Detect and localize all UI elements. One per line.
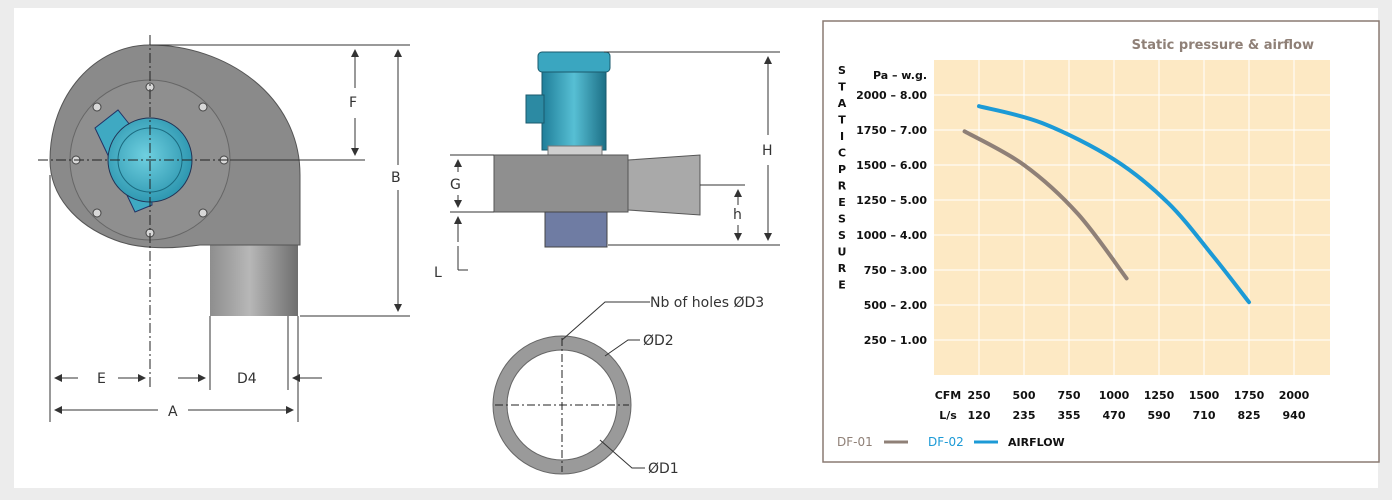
x-tick-ls: 120 — [968, 409, 991, 422]
x-tick-cfm: 1000 — [1099, 389, 1130, 402]
y-title-letter: P — [838, 163, 846, 176]
front-dimensions — [49, 44, 410, 422]
y-axis-ticks: 2000 – 8.00 1750 – 7.00 1500 – 6.00 1250 – … — [856, 89, 927, 347]
y-tick-label: 1000 – 4.00 — [856, 229, 927, 242]
label-holes: Nb of holes ØD3 — [650, 295, 764, 311]
x-tick-cfm: 250 — [968, 389, 991, 402]
x-tick-cfm: 2000 — [1279, 389, 1310, 402]
chart-title: Static pressure & airflow — [1132, 38, 1314, 53]
outlet-side — [627, 154, 701, 216]
motor-terminal-box — [525, 94, 545, 124]
legend-df02-label: DF-02 — [928, 435, 964, 449]
flange-outer-edge — [492, 335, 632, 475]
series-line-df-01 — [962, 129, 1129, 281]
technical-drawings: E D4 A F B — [38, 35, 780, 477]
series-line-df-02 — [977, 104, 1251, 305]
y-title-letter: E — [838, 196, 846, 209]
y-title-letter: T — [838, 114, 846, 127]
chart-series — [962, 104, 1251, 305]
y-title-letter: T — [838, 81, 846, 94]
y-tick-label: 1250 – 5.00 — [856, 194, 927, 207]
x-tick-cfm: 1500 — [1189, 389, 1220, 402]
x-tick-ls: 710 — [1193, 409, 1216, 422]
dim-h: h — [733, 207, 742, 223]
y-title-letter: U — [838, 246, 847, 259]
x-tick-ls: 940 — [1283, 409, 1306, 422]
dim-D4: D4 — [237, 371, 257, 387]
plot-background — [934, 60, 1330, 375]
bolt-holes — [71, 82, 229, 238]
pressure-airflow-chart: Static pressure & airflow STATICPRESSURE… — [822, 20, 1380, 463]
y-tick-label: 750 – 3.00 — [864, 264, 928, 277]
y-tick-label: 250 – 1.00 — [864, 334, 928, 347]
x-axis-ticks: 250 120 500 235 750 355 1000 470 1250 590 1500 710 1… — [968, 389, 1310, 422]
y-tick-label: 1500 – 6.00 — [856, 159, 927, 172]
x-tick-cfm: 500 — [1013, 389, 1036, 402]
y-title-letter: S — [838, 229, 846, 242]
motor-body — [541, 67, 607, 151]
y-title-letter: R — [838, 262, 847, 275]
dim-E: E — [97, 371, 106, 387]
legend-df01-label: DF-01 — [837, 435, 873, 449]
flange-leaders — [561, 301, 650, 469]
x-tick-ls: 355 — [1058, 409, 1081, 422]
chart-legend: DF-01 DF-02 AIRFLOW — [837, 435, 1065, 449]
y-tick-label: 500 – 2.00 — [864, 299, 928, 312]
x-tick-ls: 590 — [1148, 409, 1171, 422]
fan-housing-side — [493, 154, 629, 213]
inlet-stub — [544, 211, 608, 248]
chart-plot-area — [934, 60, 1330, 375]
y-tick-label: 1750 – 7.00 — [856, 124, 927, 137]
x-tick-cfm: 1250 — [1144, 389, 1175, 402]
x-tick-ls: 235 — [1013, 409, 1036, 422]
side-dimensions — [450, 51, 780, 271]
motor-top-cap — [537, 51, 611, 73]
y-title-letter: E — [838, 279, 846, 292]
label-D1: ØD1 — [648, 461, 679, 477]
fan-front-view: E D4 A F B — [38, 35, 410, 422]
x-row-cfm-label: CFM — [935, 389, 962, 402]
y-title-letter: R — [838, 180, 847, 193]
dim-B: B — [391, 170, 401, 186]
flange-view: Nb of holes ØD3 ØD2 ØD1 — [492, 295, 764, 477]
y-title-letter: C — [838, 147, 846, 160]
x-tick-cfm: 750 — [1058, 389, 1081, 402]
outlet-duct — [210, 240, 298, 316]
x-tick-cfm: 1750 — [1234, 389, 1265, 402]
fan-side-view: G H h L — [434, 51, 780, 281]
dim-A: A — [168, 404, 178, 420]
y-title-letter: I — [840, 130, 844, 143]
label-D2: ØD2 — [643, 333, 674, 349]
y-tick-label: 2000 – 8.00 — [856, 89, 927, 102]
x-tick-ls: 825 — [1238, 409, 1261, 422]
x-tick-ls: 470 — [1103, 409, 1126, 422]
dim-H: H — [762, 143, 773, 159]
dim-G: G — [450, 177, 461, 193]
dim-F: F — [349, 95, 357, 111]
y-title-letter: S — [838, 64, 846, 77]
x-row-ls-label: L/s — [939, 409, 957, 422]
y-title-letter: S — [838, 213, 846, 226]
y-title-letter: A — [838, 97, 847, 110]
legend-airflow-label: AIRFLOW — [1008, 436, 1065, 449]
dim-L: L — [434, 265, 442, 281]
y-axis-unit: Pa – w.g. — [873, 69, 927, 82]
